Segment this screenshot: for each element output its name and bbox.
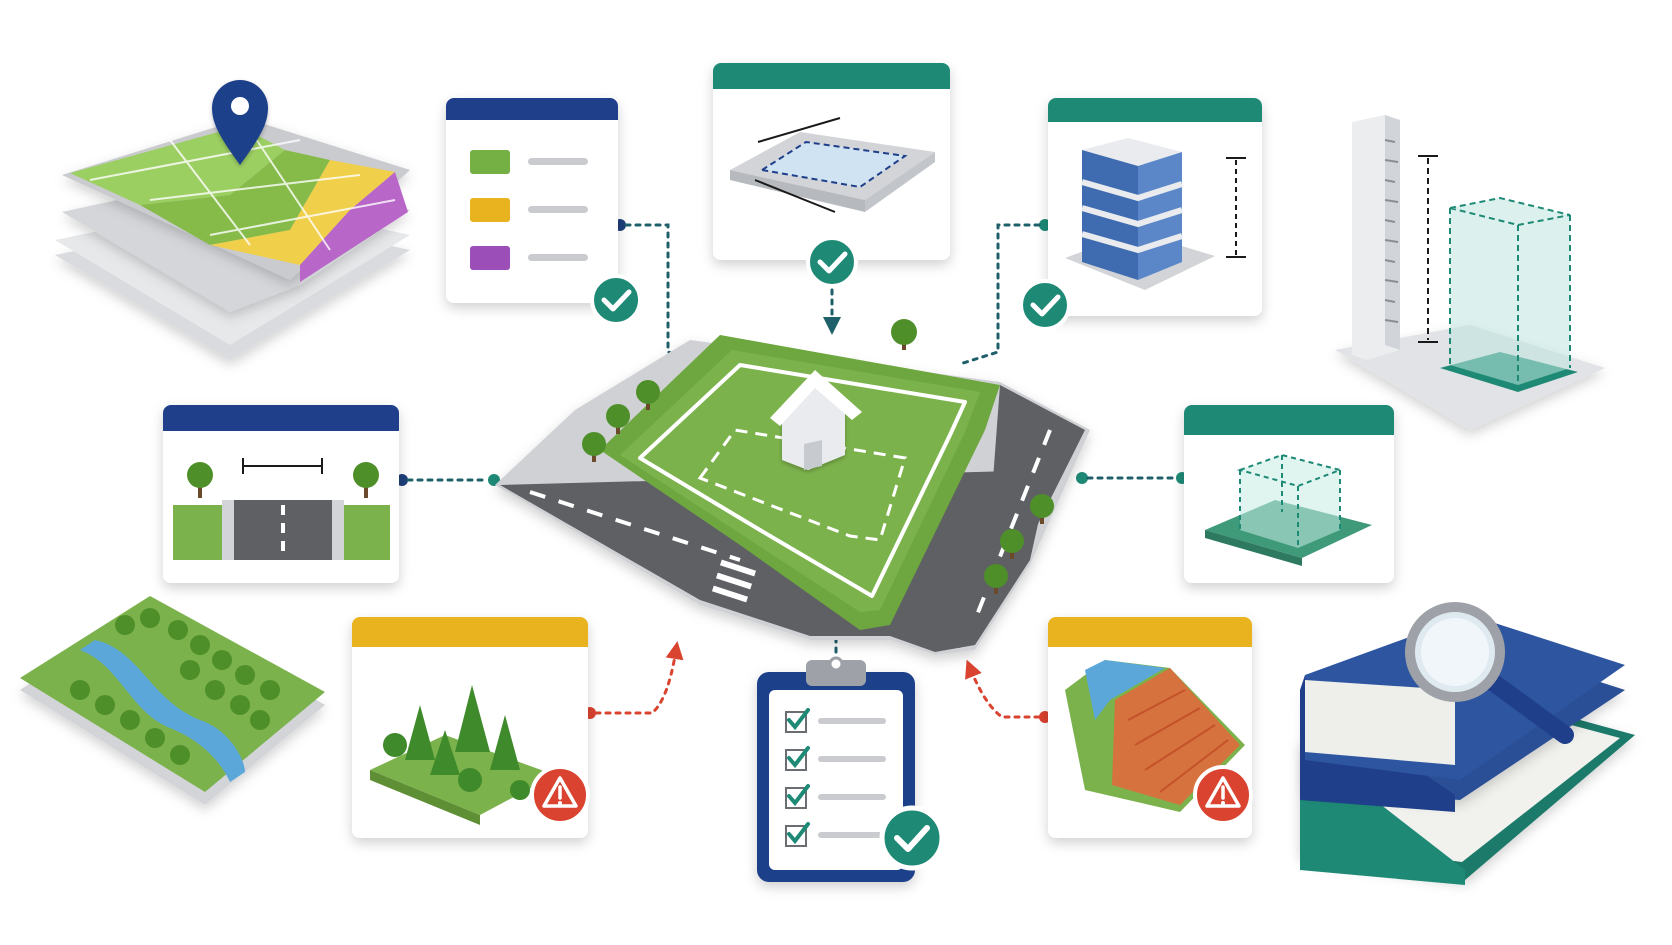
check-icon bbox=[879, 805, 945, 871]
zoning-legend-card bbox=[446, 98, 642, 326]
check-icon bbox=[590, 274, 642, 326]
road-width-card bbox=[163, 405, 399, 583]
magnifier bbox=[1405, 602, 1574, 744]
building-height-card bbox=[1019, 98, 1262, 331]
trees-card bbox=[352, 617, 590, 838]
connector-building-volume bbox=[1076, 472, 1188, 484]
connector-flood-zone bbox=[965, 659, 1051, 723]
flood-zone-card bbox=[1048, 617, 1253, 838]
warning-icon bbox=[530, 765, 590, 825]
warning-icon bbox=[1193, 765, 1253, 825]
central-site-model bbox=[495, 319, 1090, 655]
check-icon bbox=[1019, 279, 1071, 331]
books-magnifier-icon bbox=[1300, 602, 1635, 885]
house-icon bbox=[770, 370, 862, 470]
connector-road-width bbox=[396, 474, 500, 486]
lot-area-card bbox=[713, 63, 950, 288]
checklist-clipboard bbox=[757, 656, 945, 882]
map-layers-icon bbox=[55, 80, 410, 360]
building-volume-card bbox=[1184, 405, 1394, 583]
crosswalk bbox=[711, 559, 757, 603]
river-forest-icon bbox=[20, 596, 325, 805]
setback-boundary bbox=[638, 363, 967, 598]
connector-trees bbox=[584, 641, 684, 719]
height-ruler-icon bbox=[1335, 115, 1605, 430]
location-pin-icon bbox=[212, 80, 268, 165]
building-footprint bbox=[697, 428, 907, 542]
site-trees bbox=[582, 319, 1054, 594]
check-icon bbox=[806, 236, 858, 288]
